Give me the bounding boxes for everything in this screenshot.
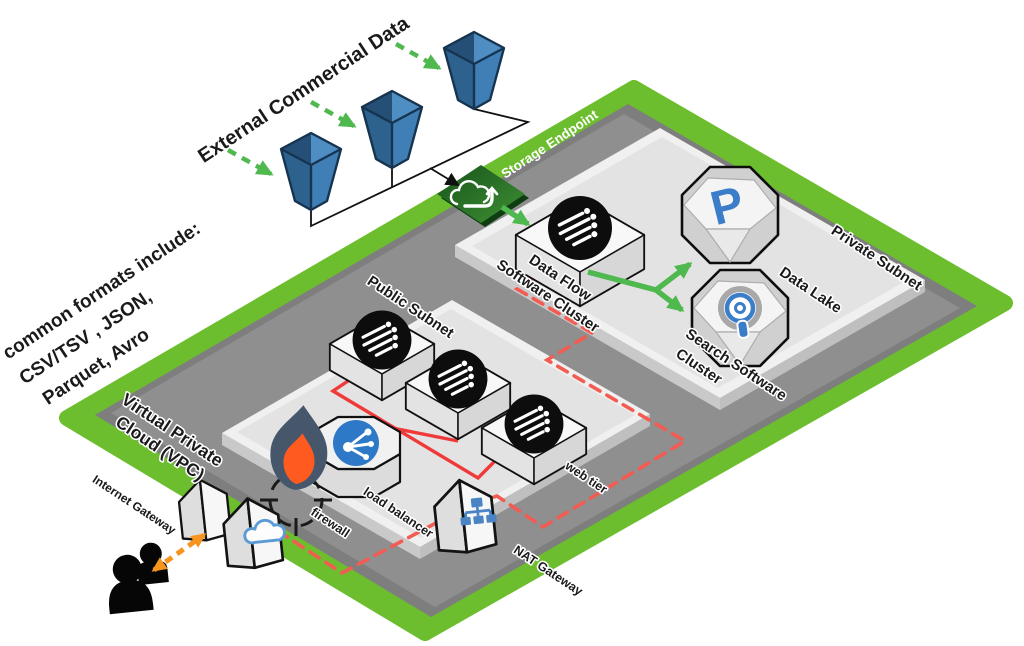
incoming-data-arrows xyxy=(226,42,442,176)
server-disk-icon-web2 xyxy=(426,347,490,411)
target-rings-icon xyxy=(718,286,762,339)
user-traffic-arrow xyxy=(151,532,207,573)
server-disk-icon-web3 xyxy=(502,392,566,456)
firewall-node xyxy=(260,405,332,536)
internet-gateway-node xyxy=(175,475,286,572)
load-balancer-node xyxy=(310,415,402,499)
data-lake-node: P xyxy=(680,165,780,265)
flow-arrows xyxy=(500,204,693,313)
nat-route-dashed-line xyxy=(276,270,689,576)
nat-gateway-node xyxy=(430,475,499,557)
network-tree-icon xyxy=(460,497,497,526)
flame-icon xyxy=(270,405,328,490)
bucket-collector-lines xyxy=(310,108,531,228)
cloud-icon xyxy=(243,518,286,545)
server-disk-icon-web1 xyxy=(350,308,414,372)
share-nodes-icon xyxy=(333,420,379,466)
server-disk-icon-dataflow xyxy=(546,194,614,262)
cloud-transfer-icon xyxy=(449,180,499,208)
search-cluster-node xyxy=(690,268,790,368)
